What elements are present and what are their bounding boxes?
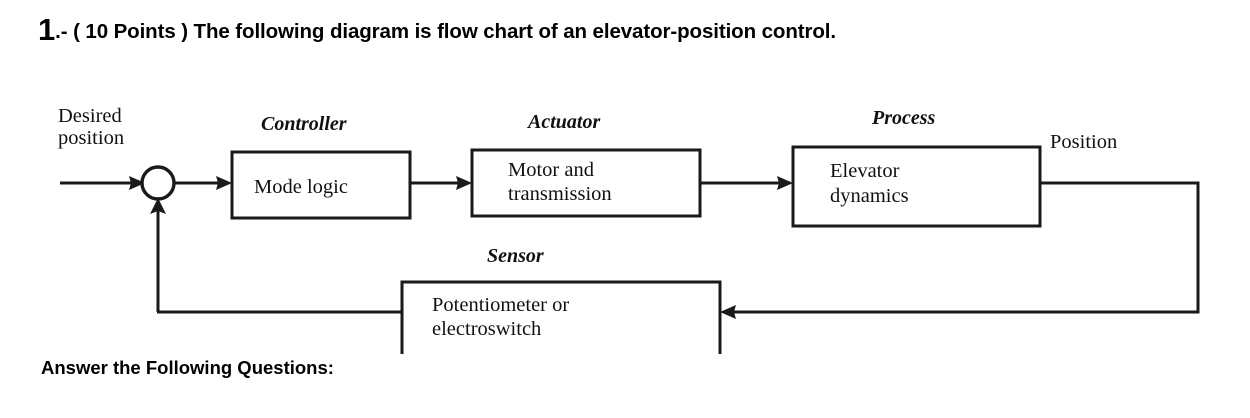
desired-position-label-line1: Desired bbox=[58, 105, 122, 127]
arrowhead-input bbox=[129, 176, 145, 190]
page-title: 1.- ( 10 Points ) The following diagram … bbox=[38, 14, 836, 45]
answer-prompt: Answer the Following Questions: bbox=[41, 357, 334, 378]
wire-controller-to-actuator bbox=[410, 176, 472, 190]
actuator-title: Actuator bbox=[526, 111, 600, 133]
sensor-title: Sensor bbox=[487, 245, 544, 267]
process-title: Process bbox=[871, 107, 936, 129]
summing-junction bbox=[140, 165, 176, 201]
wire-sum-to-controller bbox=[174, 176, 232, 190]
desired-position-label-line2: position bbox=[58, 127, 124, 149]
controller-title: Controller bbox=[261, 113, 347, 135]
sensor-label-line1: Potentiometer or bbox=[432, 294, 569, 316]
wire-actuator-to-process bbox=[700, 176, 793, 190]
controller-label: Mode logic bbox=[254, 176, 348, 198]
controller-block bbox=[230, 150, 412, 220]
position-label: Position bbox=[1050, 131, 1117, 153]
input-wire bbox=[60, 176, 145, 190]
arrowhead-process-in bbox=[777, 176, 793, 190]
process-label-line1: Elevator bbox=[830, 160, 900, 182]
process-label-line2: dynamics bbox=[830, 185, 909, 207]
wire-output-feedback bbox=[720, 181, 1200, 319]
feedback-into-sum bbox=[150, 198, 166, 312]
sensor-block bbox=[400, 280, 722, 354]
arrowhead-actuator-in bbox=[456, 176, 472, 190]
arrowhead-feedback-sum bbox=[150, 198, 166, 214]
process-block bbox=[791, 145, 1042, 228]
question-title-text: .- ( 10 Points ) The following diagram i… bbox=[55, 20, 836, 43]
actuator-label-line2: transmission bbox=[508, 183, 612, 205]
actuator-label-line1: Motor and bbox=[508, 159, 594, 181]
block-diagram: Desired position Controller Mode logic A… bbox=[0, 92, 1250, 354]
arrowhead-controller-in bbox=[216, 176, 232, 190]
question-number: 1 bbox=[38, 12, 56, 47]
arrowhead-sensor-in bbox=[720, 305, 736, 319]
sensor-label-line2: electroswitch bbox=[432, 318, 541, 340]
